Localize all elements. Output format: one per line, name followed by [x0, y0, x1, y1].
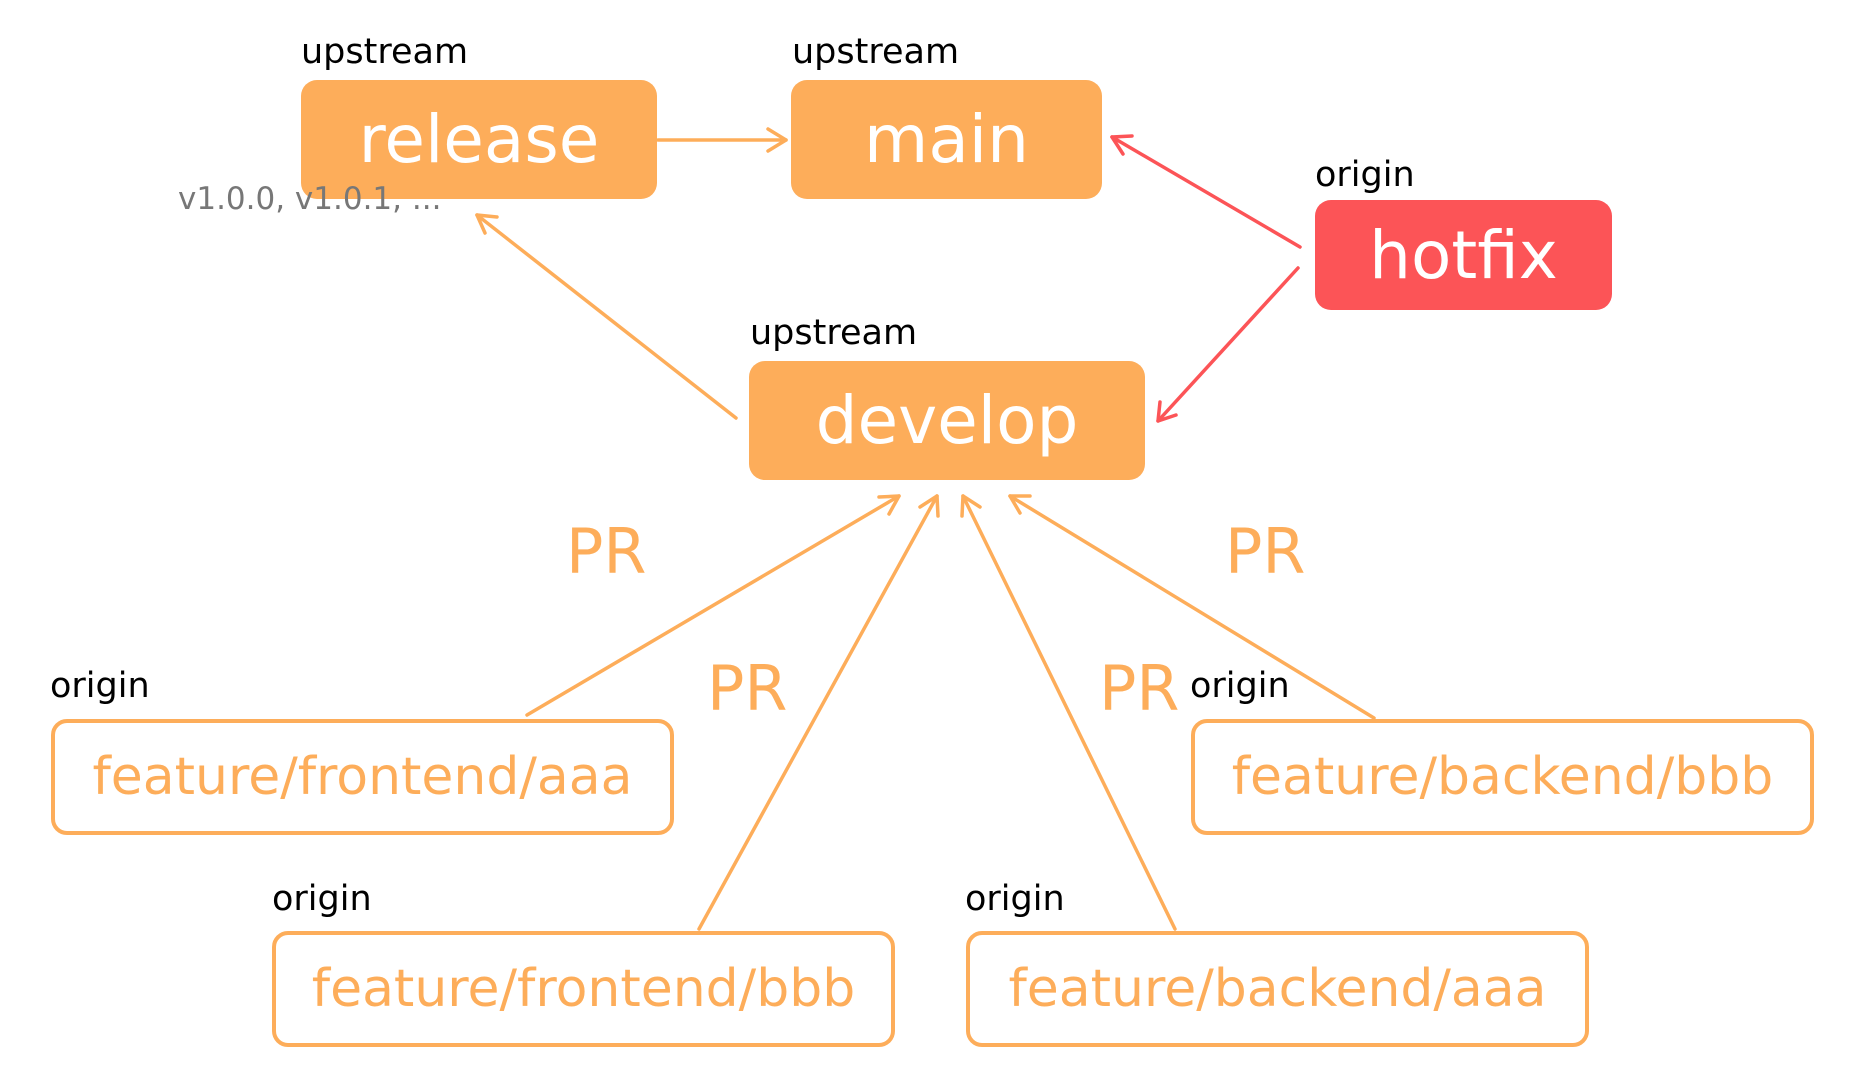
- edge-develop-to-release: [475, 213, 738, 420]
- release-branch-node: release: [301, 80, 657, 199]
- feature-frontend-aaa-branch-node: feature/frontend/aaa: [51, 719, 674, 835]
- feature-frontend-bbb-remote-label: origin: [272, 879, 372, 919]
- release-tags-label: v1.0.0, v1.0.1, ...: [178, 181, 442, 217]
- hotfix-branch-node: hotfix: [1315, 200, 1612, 310]
- edge-feature-backend-bbb-to-develop: [1008, 494, 1376, 720]
- feature-backend-bbb-remote-label: origin: [1190, 666, 1290, 706]
- edge-hotfix-to-main: [1110, 134, 1302, 249]
- main-branch-node: main: [791, 80, 1102, 199]
- feature-frontend-bbb-branch-node: feature/frontend/bbb: [272, 931, 895, 1047]
- edge-feature-frontend-aaa-to-develop: [525, 494, 901, 717]
- main-remote-label: upstream: [792, 32, 960, 72]
- feature-backend-aaa-remote-label: origin: [965, 879, 1065, 919]
- feature-backend-aaa-branch-node: feature/backend/aaa: [966, 931, 1589, 1047]
- develop-branch-node: develop: [749, 361, 1145, 480]
- edge-hotfix-to-develop: [1156, 266, 1300, 423]
- pr-label-frontend-aaa: PR: [566, 515, 647, 588]
- edge-feature-frontend-bbb-to-develop: [697, 494, 940, 931]
- hotfix-remote-label: origin: [1315, 155, 1415, 195]
- feature-frontend-aaa-remote-label: origin: [50, 666, 150, 706]
- develop-remote-label: upstream: [750, 313, 918, 353]
- edge-feature-backend-aaa-to-develop: [960, 494, 1177, 931]
- edge-release-to-main: [656, 127, 788, 153]
- feature-backend-bbb-branch-node: feature/backend/bbb: [1191, 719, 1814, 835]
- pr-label-backend-bbb: PR: [1225, 515, 1306, 588]
- pr-label-backend-aaa: PR: [1099, 652, 1180, 725]
- release-remote-label: upstream: [301, 32, 469, 72]
- pr-label-frontend-bbb: PR: [707, 652, 788, 725]
